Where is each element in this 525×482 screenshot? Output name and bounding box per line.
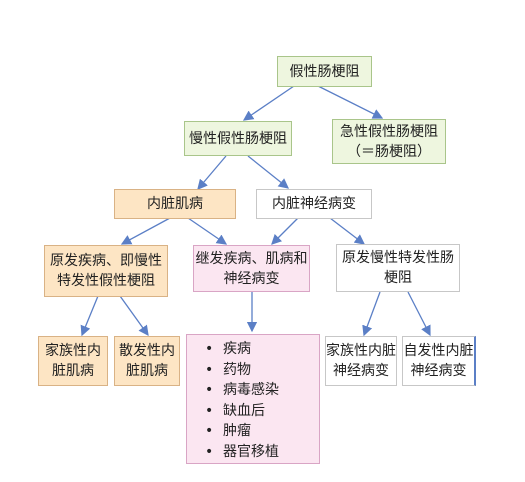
node-visceral-neuropathy: 内脏神经病变	[256, 189, 372, 219]
arrow-myopathy-primary	[120, 217, 171, 245]
node-chronic-pseudo-obstruction: 慢性假性肠梗阻	[184, 121, 292, 156]
node-primary-chronic-idiopathic: 原发疾病、即慢性特发性假性梗阻	[44, 245, 168, 297]
node-visceral-myopathy: 内脏肌病	[114, 189, 236, 219]
node-spontaneous-visceral-neuropathy: 自发性内脏神经病变	[402, 336, 476, 386]
cause-item: 药物	[205, 360, 319, 381]
arrow-neuropathy-primary	[329, 217, 366, 245]
arrow-myopathy-secondary	[187, 217, 228, 245]
arrow-primary-sporadic	[119, 295, 149, 337]
node-acute-pseudo-obstruction: 急性假性肠梗阻（＝肠梗阻）	[332, 119, 446, 164]
node-sporadic-visceral-myopathy: 散发性内脏肌病	[114, 336, 180, 386]
secondary-causes-list: 疾病 药物 病毒感染 缺血后 肿瘤 器官移植	[186, 334, 320, 464]
cause-item: 器官移植	[205, 442, 319, 463]
arrow-root-chronic	[242, 85, 295, 121]
node-familial-visceral-neuropathy: 家族性内脏神经病变	[325, 336, 397, 386]
arrow-idiopathic-familial	[362, 291, 381, 337]
cause-item: 缺血后	[205, 401, 319, 422]
arrow-chronic-myopathy	[197, 155, 227, 190]
cause-item: 病毒感染	[205, 380, 319, 401]
node-pseudo-obstruction: 假性肠梗阻	[277, 56, 372, 87]
cause-item: 肿瘤	[205, 421, 319, 442]
node-primary-chronic-idiopathic-obstruction: 原发慢性特发性肠梗阻	[336, 244, 460, 292]
cause-item: 疾病	[205, 339, 319, 360]
arrow-chronic-neuropathy	[247, 155, 290, 189]
node-secondary-diseases: 继发疾病、肌病和神经病变	[193, 245, 310, 292]
arrow-root-acute	[317, 85, 384, 119]
arrow-primary-familial	[80, 295, 99, 337]
arrow-neuropathy-secondary	[271, 217, 299, 245]
arrow-idiopathic-spontaneous	[407, 291, 431, 337]
node-familial-visceral-myopathy: 家族性内脏肌病	[38, 336, 108, 386]
